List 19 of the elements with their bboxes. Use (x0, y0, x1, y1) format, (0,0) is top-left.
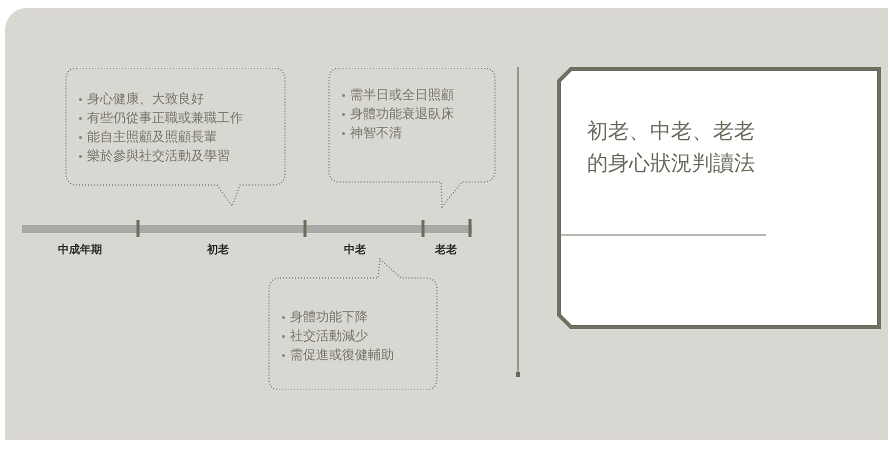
bullet-text: 能自主照顧及照顧長輩 (87, 129, 217, 147)
bullet-text: 身體功能下降 (290, 309, 368, 327)
stage-label: 中老 (344, 242, 366, 257)
stage-label: 初老 (207, 242, 229, 257)
bullet-text: 社交活動減少 (290, 328, 368, 346)
bullet-text: 需半日或全日照顧 (350, 87, 454, 105)
bullet-text: 身體功能衰退臥床 (350, 106, 454, 124)
stage-label: 中成年期 (58, 242, 102, 257)
title-card (557, 67, 881, 329)
bullet-text: 樂於參與社交活動及學習 (87, 148, 230, 166)
bullet-text: 有些仍從事正職或兼職工作 (87, 110, 243, 128)
speech-bubble (65, 68, 285, 207)
speech-bubble (328, 68, 495, 208)
stage-label: 老老 (435, 242, 457, 257)
bullet-text: 神智不清 (350, 125, 402, 143)
card-title: 初老、中老、老老的身心狀況判讀法 (587, 118, 756, 177)
bullet-text: 需促進或復健輔助 (290, 347, 394, 365)
bullet-text: 身心健康、大致良好 (87, 91, 204, 109)
speech-bubble (268, 258, 437, 390)
